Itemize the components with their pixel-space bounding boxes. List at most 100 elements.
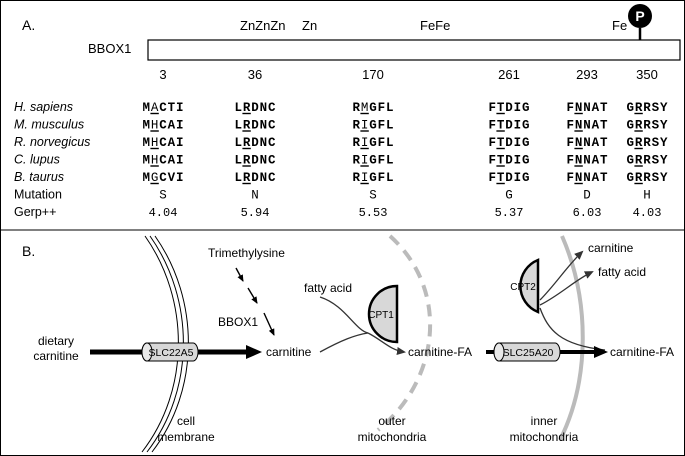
carnitine-to-cpt1-curve	[319, 332, 369, 353]
residue: T	[600, 136, 608, 150]
species-name: M. musculus	[14, 118, 84, 132]
residue: D	[251, 119, 259, 133]
residue: R	[643, 101, 651, 115]
residue: G	[522, 101, 530, 115]
residue: R	[243, 154, 251, 168]
residue: G	[522, 154, 530, 168]
cpt2-substrate-curve	[539, 307, 606, 351]
residue: R	[352, 171, 360, 185]
pathway-arrow-2	[247, 287, 258, 304]
phospho-icon	[628, 4, 652, 28]
outer-mitochondria-membrane	[376, 234, 433, 432]
residue: T	[168, 101, 176, 115]
slc25a20-label: SLC25A20	[503, 347, 554, 359]
residue: V	[168, 171, 176, 185]
uptake-arrow-head	[246, 345, 262, 359]
residue: F	[378, 136, 386, 150]
residue: R	[243, 171, 251, 185]
residue: H	[151, 136, 159, 150]
residue: A	[168, 119, 176, 133]
residue: H	[151, 119, 159, 133]
gerp-score: 5.37	[495, 206, 524, 220]
import-arrow-head	[594, 346, 608, 358]
residue: D	[251, 136, 259, 150]
position-293: 293	[576, 67, 598, 82]
residue: D	[251, 154, 259, 168]
residue: F	[566, 119, 574, 133]
residue: N	[575, 119, 583, 133]
residue: C	[268, 119, 276, 133]
residue: Y	[660, 101, 668, 115]
residue: M	[142, 119, 150, 133]
residue: N	[583, 101, 591, 115]
phospho-label: P	[635, 8, 644, 24]
protein-label: BBOX1	[88, 41, 131, 56]
residue: R	[643, 136, 651, 150]
residue: L	[234, 154, 242, 168]
carnitine-cytosol-label: carnitine	[266, 345, 312, 359]
residue: F	[378, 119, 386, 133]
residue: S	[652, 119, 660, 133]
mutation-row-label: Mutation	[14, 188, 62, 202]
residue: N	[583, 136, 591, 150]
slc25a20-cap	[493, 342, 505, 362]
residue: D	[505, 136, 513, 150]
residue: L	[386, 171, 394, 185]
residue: T	[497, 171, 505, 185]
residue: C	[159, 154, 167, 168]
cpt2-enzyme	[519, 258, 540, 314]
residue: R	[352, 136, 360, 150]
species-name: C. lupus	[14, 153, 60, 167]
residue: D	[251, 101, 259, 115]
residue: F	[378, 154, 386, 168]
residue: A	[592, 171, 600, 185]
gerp-score: 4.03	[633, 206, 662, 220]
residue: N	[260, 119, 268, 133]
residue: C	[159, 136, 167, 150]
species-name: R. norvegicus	[14, 135, 90, 149]
residue: L	[386, 101, 394, 115]
residue: L	[234, 101, 242, 115]
residue: N	[260, 136, 268, 150]
slc22a5-cap	[141, 342, 153, 362]
residue: A	[168, 136, 176, 150]
cell-membrane-label-line1: cell	[177, 414, 195, 428]
residue: N	[575, 101, 583, 115]
residue: A	[168, 154, 176, 168]
residue: N	[260, 154, 268, 168]
residue: L	[234, 119, 242, 133]
metal-fe: Fe	[612, 18, 627, 33]
residue: F	[378, 171, 386, 185]
panel-b-label: B.	[22, 243, 35, 259]
residue: R	[643, 154, 651, 168]
residue: D	[505, 119, 513, 133]
residue: F	[488, 171, 496, 185]
outer-mito-label-line1: outer	[378, 414, 405, 428]
residue: S	[652, 136, 660, 150]
cpt2-label: CPT2	[510, 282, 536, 293]
residue: F	[566, 136, 574, 150]
residue: T	[600, 154, 608, 168]
residue: M	[142, 154, 150, 168]
residue: M	[361, 101, 369, 115]
residue: F	[488, 154, 496, 168]
gerp-row-label: Gerp++	[14, 205, 56, 219]
residue: F	[566, 154, 574, 168]
residue: I	[514, 119, 522, 133]
residue: R	[635, 119, 643, 133]
slc22a5-label: SLC22A5	[149, 347, 194, 359]
residue: F	[488, 136, 496, 150]
residue: S	[652, 101, 660, 115]
residue: I	[361, 119, 369, 133]
pathway-arrow-3	[263, 312, 275, 336]
residue: D	[505, 154, 513, 168]
residue: M	[142, 171, 150, 185]
residue: G	[626, 101, 634, 115]
residue: G	[626, 136, 634, 150]
inner-mito-label-line1: inner	[531, 414, 558, 428]
residue: R	[352, 119, 360, 133]
mutation-value: S	[369, 189, 377, 203]
mutation-value: G	[505, 189, 513, 203]
residue: I	[514, 171, 522, 185]
residue: A	[592, 154, 600, 168]
